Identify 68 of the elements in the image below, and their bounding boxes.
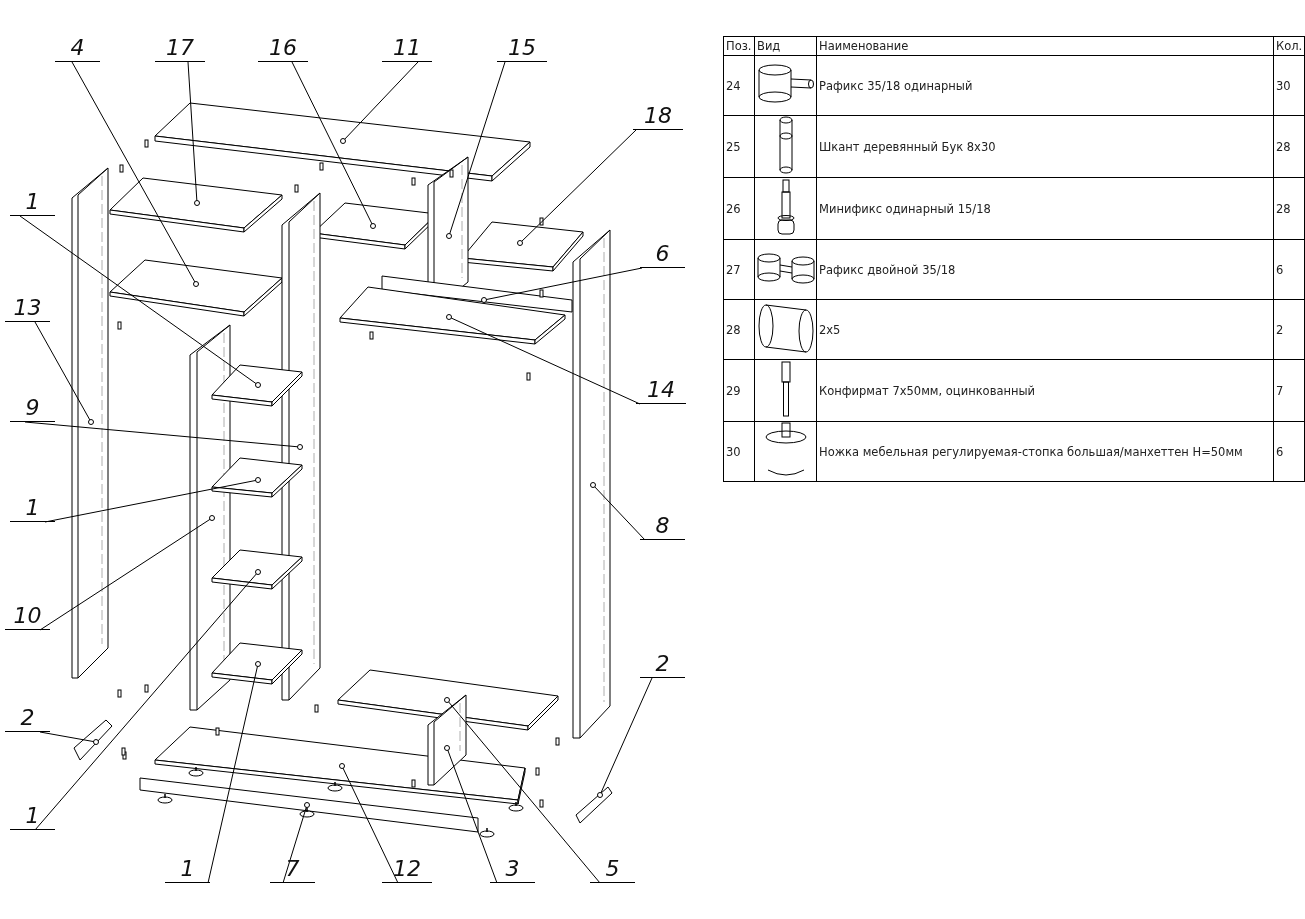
callout-number: 8: [640, 514, 685, 540]
callout-number: 2: [5, 706, 50, 732]
leader-line: [187, 61, 200, 206]
callout-number: 12: [382, 857, 432, 883]
leader-line: [517, 129, 637, 246]
leader-line: [24, 421, 303, 450]
callout-number: 5: [590, 857, 635, 883]
leader-line: [39, 515, 215, 631]
name-cell: Рафикс двойной 35/18: [816, 239, 1274, 300]
callout-number: 14: [636, 378, 686, 404]
leader-line: [339, 763, 399, 884]
leader-line: [19, 215, 261, 388]
position-cell: 27: [723, 239, 755, 300]
header-cell: Наименование: [816, 36, 1274, 56]
header-cell: Поз.: [723, 36, 755, 56]
name-cell: Шкант деревянный Бук 8x30: [816, 115, 1274, 178]
leader-line: [444, 745, 498, 884]
callout-number: 1: [165, 857, 210, 883]
position-cell: 24: [723, 55, 755, 116]
callout-number: 4: [55, 36, 100, 62]
leader-line: [481, 267, 643, 303]
leader-line: [340, 61, 419, 144]
quantity-cell: 28: [1273, 177, 1305, 240]
leader-line: [446, 314, 641, 405]
quantity-cell: 30: [1273, 55, 1305, 116]
callout-number: 1: [10, 804, 55, 830]
leader-line: [207, 661, 261, 884]
callout-number: 15: [497, 36, 547, 62]
leader-line: [71, 61, 199, 287]
leader-line: [444, 697, 601, 884]
leader-line: [34, 569, 261, 831]
position-cell: 30: [723, 421, 755, 482]
quantity-cell: 6: [1273, 421, 1305, 482]
callout-number: 10: [5, 604, 50, 630]
leader-line: [34, 321, 94, 425]
callout-number: 18: [633, 104, 683, 130]
leader-line: [291, 61, 376, 229]
callout-number: 1: [10, 496, 55, 522]
name-cell: Конфирмат 7x50мм, оцинкованный: [816, 359, 1274, 422]
callout-number: 6: [640, 242, 685, 268]
header-cell: Вид: [754, 36, 817, 56]
leader-line: [597, 677, 653, 798]
quantity-cell: 28: [1273, 115, 1305, 178]
callout-number: 2: [640, 652, 685, 678]
callout-number: 9: [10, 396, 55, 422]
name-cell: Минификс одинарный 15/18: [816, 177, 1274, 240]
quantity-cell: 6: [1273, 239, 1305, 300]
position-cell: 26: [723, 177, 755, 240]
quantity-cell: 7: [1273, 359, 1305, 422]
header-cell: Кол.: [1273, 36, 1305, 56]
callout-number: 16: [258, 36, 308, 62]
callout-number: 1: [10, 190, 55, 216]
position-cell: 29: [723, 359, 755, 422]
leader-line: [446, 61, 506, 239]
leader-line: [39, 731, 99, 745]
callout-number: 3: [490, 857, 535, 883]
name-cell: 2x5: [816, 299, 1274, 360]
callout-number: 11: [382, 36, 432, 62]
callout-number: 7: [270, 857, 315, 883]
callout-number: 17: [155, 36, 205, 62]
leader-line: [282, 802, 310, 884]
quantity-cell: 2: [1273, 299, 1305, 360]
leader-line: [590, 482, 646, 541]
name-cell: Ножка мебельная регулируемая-стопка большая/манхеттен H=50мм: [816, 421, 1274, 482]
callout-number: 13: [5, 296, 50, 322]
position-cell: 28: [723, 299, 755, 360]
name-cell: Рафикс 35/18 одинарный: [816, 55, 1274, 116]
position-cell: 25: [723, 115, 755, 178]
